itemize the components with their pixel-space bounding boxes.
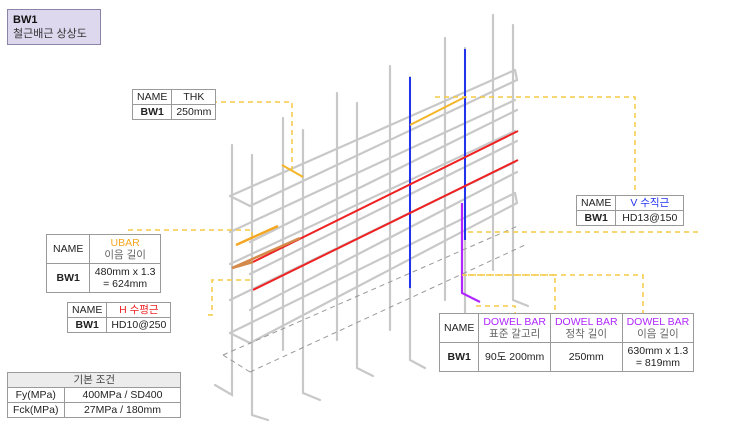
dowel-bar-table: NAME DOWEL BAR 표준 갈고리 DOWEL BAR 정착 길이 DO… <box>438 313 695 372</box>
ubar-value-line2: = 624mm <box>103 278 148 290</box>
h-name: BW1 <box>66 317 108 333</box>
footing-outline <box>222 224 526 373</box>
fy-value: 400MPa / SD400 <box>63 387 182 403</box>
v-bar-table: NAME V 수직근 BW1 HD13@150 <box>575 195 685 226</box>
dowel-col3-value-line2: = 819mm <box>635 357 680 369</box>
thk-table: NAME THK BW1 250mm <box>131 89 217 120</box>
dowel-col2-value: 250mm <box>549 342 623 372</box>
ubar-table: NAME UBAR 이음 길이 BW1 480mm x 1.3 = 624mm <box>45 234 161 293</box>
dowel-name: BW1 <box>438 342 480 372</box>
basic-conditions-table: 기본 조건 Fy(MPa) 400MPa / SD400 Fck(MPa) 27… <box>6 372 182 418</box>
thk-value: 250mm <box>171 104 217 120</box>
v-name: BW1 <box>575 210 617 226</box>
dowel-col2-sub: 정착 길이 <box>565 328 608 340</box>
dowel-col3-value-line1: 630mm x 1.3 <box>627 345 689 357</box>
dowel-col3-header: DOWEL BAR <box>626 316 690 328</box>
fy-label: Fy(MPa) <box>7 387 65 403</box>
ubar-value-line1: 480mm x 1.3 <box>94 266 156 278</box>
drawing-subtitle: 철근배근 상상도 <box>13 28 87 40</box>
fck-label: Fck(MPa) <box>7 402 65 418</box>
v-name-header: NAME <box>575 195 617 211</box>
dowel-col3-sub: 이음 길이 <box>637 328 679 340</box>
dowel-name-header: NAME <box>438 313 480 343</box>
h-value: HD10@250 <box>106 317 172 333</box>
fck-value: 27MPa / 180mm <box>63 402 182 418</box>
ubar-col-sub: 이음 길이 <box>104 249 146 261</box>
drawing-title-box: BW1 철근배근 상상도 <box>7 9 101 45</box>
thk-col-header: THK <box>171 89 217 105</box>
dowel-col2-header: DOWEL BAR <box>554 316 618 328</box>
h-name-header: NAME <box>66 302 108 318</box>
drawing-name: BW1 <box>13 14 38 26</box>
v-col-header: V 수직근 <box>615 195 685 211</box>
basic-conditions-header: 기본 조건 <box>6 372 182 388</box>
v-value: HD13@150 <box>615 210 685 226</box>
h-bar-table: NAME H 수평근 BW1 HD10@250 <box>66 302 172 333</box>
dowel-bar <box>460 203 481 303</box>
ubar-name: BW1 <box>45 263 91 293</box>
leader-lines <box>128 96 700 316</box>
ubar-col-header: UBAR <box>110 237 140 249</box>
thk-indicator <box>281 96 466 178</box>
dowel-col1-header: DOWEL BAR <box>483 316 546 328</box>
thk-name-header: NAME <box>131 89 173 105</box>
v-bars <box>409 49 466 288</box>
h-col-header: H 수평근 <box>106 302 172 318</box>
dowel-col1-sub: 표준 갈고리 <box>489 328 541 340</box>
dowel-col1-value: 90도 200mm <box>478 342 551 372</box>
thk-name: BW1 <box>131 104 173 120</box>
ubar <box>231 224 301 270</box>
ubar-name-header: NAME <box>45 234 91 264</box>
